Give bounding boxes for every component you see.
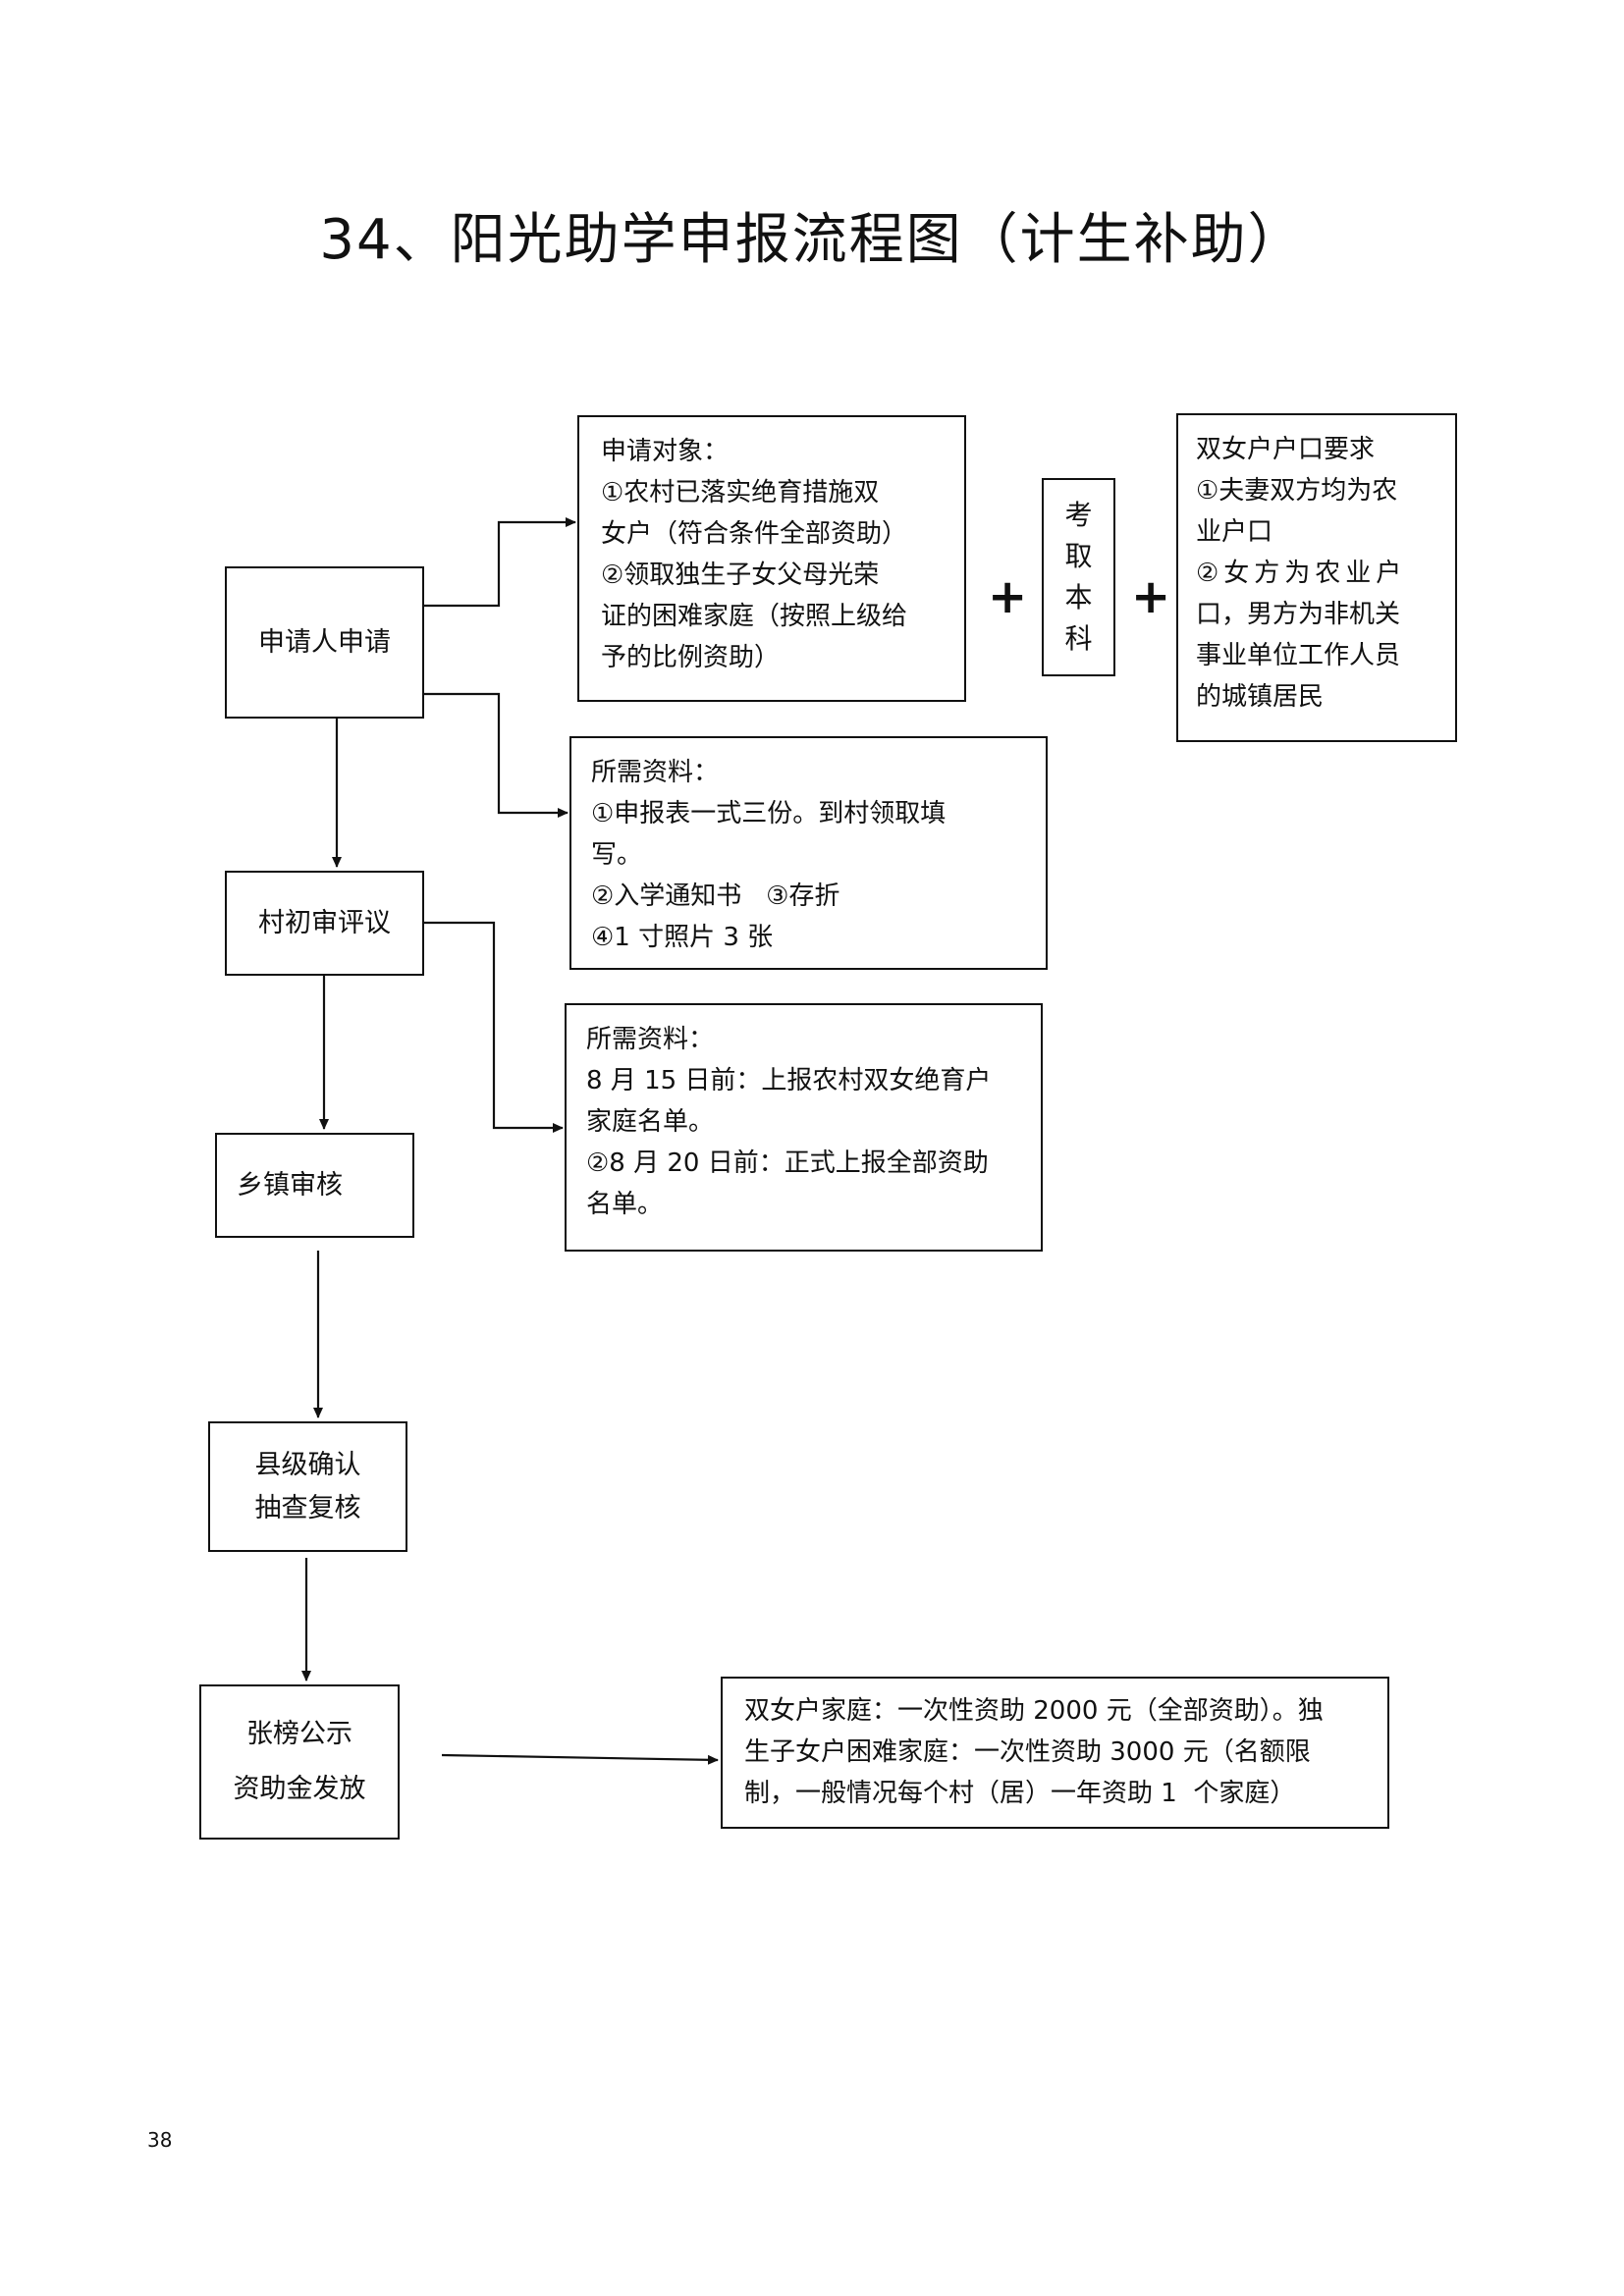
applicants-line: 予的比例资助）	[601, 643, 781, 672]
materials-1-line: ④1 寸照片 3 张	[591, 923, 774, 952]
arrow-village-to-materials-2	[424, 921, 564, 1133]
step-publish-release-line1: 张榜公示	[246, 1719, 352, 1749]
step-county-confirm: 县级确认 抽查复核	[208, 1421, 407, 1552]
materials-2-line: 名单。	[586, 1190, 664, 1219]
page-number: 38	[147, 2128, 173, 2152]
materials-box-2: 所需资料： 8 月 15 日前：上报农村双女绝育户 家庭名单。 ②8 月 20 …	[565, 1003, 1043, 1252]
household-line: 业户口	[1196, 517, 1273, 547]
materials-1-line: 所需资料：	[591, 758, 720, 787]
subsidy-line: 生子女户困难家庭：一次性资助 3000 元（名额限	[744, 1737, 1311, 1767]
step-apply: 申请人申请	[225, 566, 424, 719]
exam-char: 取	[1064, 540, 1093, 572]
exam-char: 本	[1064, 581, 1093, 614]
materials-2-line: 所需资料：	[586, 1025, 715, 1054]
arrow-publish-to-subsidy	[441, 1753, 719, 1765]
household-line: 双女户户口要求	[1196, 435, 1376, 464]
materials-2-line: 8 月 15 日前：上报农村双女绝育户	[586, 1066, 992, 1095]
plus-sign-2: +	[1131, 569, 1171, 624]
step-publish-release-line2: 资助金发放	[233, 1774, 366, 1804]
exam-char: 科	[1064, 622, 1093, 655]
subsidy-line: 双女户家庭：一次性资助 2000 元（全部资助）。独	[744, 1696, 1324, 1726]
step-apply-label: 申请人申请	[258, 626, 391, 658]
household-line: ②女方为农业户	[1196, 559, 1407, 588]
materials-1-line: ①申报表一式三份。到村领取填	[591, 799, 947, 828]
step-county-confirm-line2: 抽查复核	[254, 1492, 361, 1523]
plus-sign-1: +	[988, 569, 1028, 624]
subsidy-line: 制，一般情况每个村（居）一年资助 1 个家庭）	[744, 1779, 1296, 1808]
materials-box-1: 所需资料： ①申报表一式三份。到村领取填 写。 ②入学通知书 ③存折 ④1 寸照…	[569, 736, 1048, 970]
exam-box: 考 取 本 科	[1042, 478, 1115, 676]
exam-char: 考	[1064, 499, 1093, 531]
subsidy-box: 双女户家庭：一次性资助 2000 元（全部资助）。独 生子女户困难家庭：一次性资…	[721, 1677, 1389, 1829]
step-village-review-label: 村初审评议	[258, 907, 391, 938]
applicants-line: 女户（符合条件全部资助）	[601, 519, 908, 549]
applicants-line: ②领取独生子女父母光荣	[601, 561, 880, 590]
household-line: 事业单位工作人员	[1196, 641, 1401, 670]
household-line: 的城镇居民	[1196, 682, 1325, 712]
applicants-box: 申请对象： ①农村已落实绝育措施双 女户（符合条件全部资助） ②领取独生子女父母…	[577, 415, 966, 702]
household-box: 双女户户口要求 ①夫妻双方均为农 业户口 ②女方为农业户 口，男方为非机关 事业…	[1176, 413, 1457, 742]
step-township-audit: 乡镇审核	[215, 1133, 414, 1238]
applicants-line: 申请对象：	[601, 437, 730, 466]
arrow-apply-to-materials-1	[424, 692, 568, 818]
materials-1-line: 写。	[591, 840, 643, 870]
household-line: 口，男方为非机关	[1196, 600, 1401, 629]
step-county-confirm-line1: 县级确认	[254, 1449, 361, 1480]
arrow-apply-to-applicants	[424, 517, 576, 608]
household-line: ①夫妻双方均为农	[1196, 476, 1398, 506]
applicants-line: 证的困难家庭（按照上级给	[601, 602, 908, 631]
step-publish-release: 张榜公示 资助金发放	[199, 1684, 400, 1840]
materials-2-line: 家庭名单。	[586, 1107, 715, 1137]
applicants-line: ①农村已落实绝育措施双	[601, 478, 880, 507]
step-village-review: 村初审评议	[225, 871, 424, 976]
materials-1-line: ②入学通知书 ③存折	[591, 881, 840, 911]
step-township-audit-label: 乡镇审核	[237, 1169, 343, 1201]
materials-2-line: ②8 月 20 日前：正式上报全部资助	[586, 1148, 989, 1178]
page-title: 34、阳光助学申报流程图（计生补助）	[319, 208, 1305, 272]
